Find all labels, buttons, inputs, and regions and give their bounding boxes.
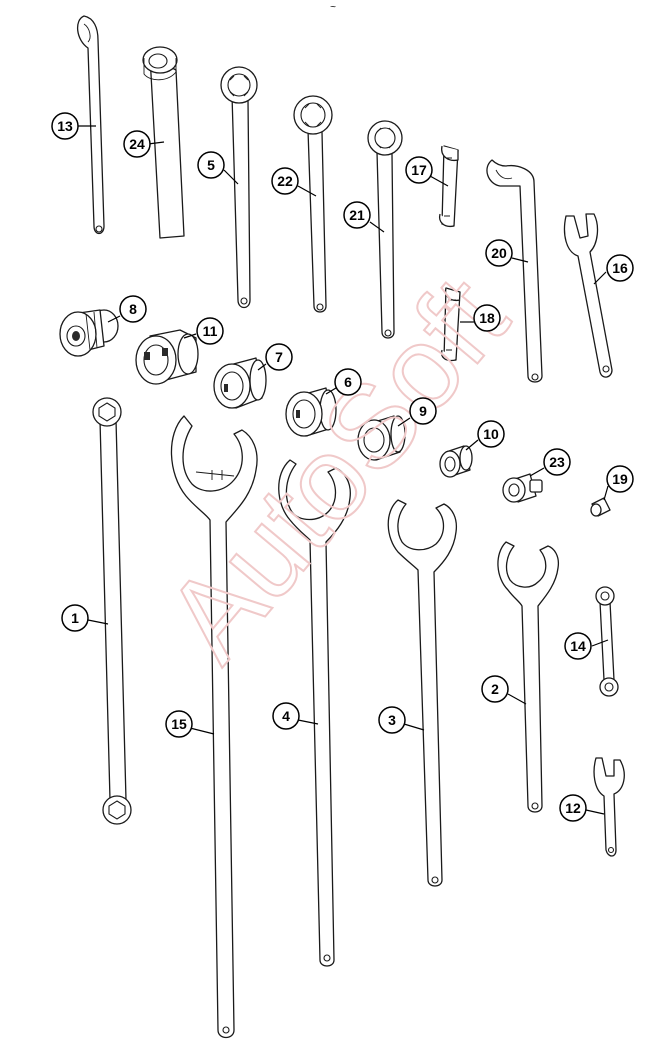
callout-11: 11 <box>196 317 224 345</box>
tool-15-large-c-spanner <box>170 415 258 1039</box>
svg-text:5: 5 <box>207 157 215 173</box>
tool-10-small-socket <box>439 445 473 478</box>
callout-8: 8 <box>119 295 147 323</box>
callout-24: 24 <box>123 130 151 158</box>
callout-3: 3 <box>378 706 406 734</box>
tool-5-ring-spanner <box>220 66 258 309</box>
svg-text:17: 17 <box>411 162 427 178</box>
callout-23: 23 <box>543 448 571 476</box>
tool-20-hook-spanner <box>486 159 543 383</box>
svg-text:12: 12 <box>565 800 581 816</box>
callout-15: 15 <box>165 710 193 738</box>
svg-text:22: 22 <box>277 173 293 189</box>
callout-21: 21 <box>343 201 371 229</box>
tool-19-sleeve <box>590 497 611 517</box>
svg-text:13: 13 <box>57 118 73 134</box>
tool-23-adaptor <box>502 473 543 503</box>
tool-18-pin-wrench <box>440 287 461 362</box>
svg-text:10: 10 <box>483 426 499 442</box>
tool-1-box-wrench <box>92 397 132 825</box>
svg-text:24: 24 <box>129 136 145 152</box>
tool-24-socket-bar <box>142 46 185 239</box>
callout-6: 6 <box>334 368 362 396</box>
callout-20: 20 <box>485 239 513 267</box>
svg-text:6: 6 <box>344 374 352 390</box>
top-mark: ~ <box>330 2 336 13</box>
tool-6-socket <box>285 387 337 437</box>
svg-text:7: 7 <box>275 349 283 365</box>
callout-12: 12 <box>559 794 587 822</box>
svg-text:14: 14 <box>570 638 586 654</box>
callout-18: 18 <box>473 304 501 332</box>
tool-13-hook-spanner <box>77 15 105 235</box>
svg-text:21: 21 <box>349 207 365 223</box>
tool-14-small-box-wrench <box>595 586 619 697</box>
svg-text:8: 8 <box>129 301 137 317</box>
svg-text:2: 2 <box>491 681 499 697</box>
callout-1: 1 <box>61 604 89 632</box>
svg-text:18: 18 <box>479 310 495 326</box>
callout-14: 14 <box>564 632 592 660</box>
callout-19: 19 <box>606 465 634 493</box>
tool-22-ring-spanner <box>293 95 333 313</box>
callout-7: 7 <box>265 343 293 371</box>
svg-text:1: 1 <box>71 610 79 626</box>
tool-16-open-end-spanner <box>563 213 613 378</box>
callout-13: 13 <box>51 112 79 140</box>
svg-text:15: 15 <box>171 716 187 732</box>
tool-3-c-spanner <box>387 499 458 887</box>
tool-2-c-spanner <box>497 541 560 813</box>
svg-text:11: 11 <box>203 323 218 339</box>
tool-7-socket <box>213 357 267 409</box>
callout-10: 10 <box>477 420 505 448</box>
tool-8-stepped-socket <box>59 309 119 357</box>
tool-4-c-spanner <box>278 459 351 967</box>
svg-text:4: 4 <box>282 708 290 724</box>
callout-9: 9 <box>409 397 437 425</box>
tool-12-small-open-end-spanner <box>593 757 625 857</box>
callout-17: 17 <box>405 156 433 184</box>
tool-11-socket <box>135 329 199 385</box>
svg-text:16: 16 <box>612 260 628 276</box>
tool-17-small-wrench <box>438 145 459 228</box>
callout-4: 4 <box>272 702 300 730</box>
svg-text:3: 3 <box>388 712 396 728</box>
svg-text:20: 20 <box>491 245 507 261</box>
svg-text:23: 23 <box>549 454 565 470</box>
callout-16: 16 <box>606 254 634 282</box>
callout-22: 22 <box>271 167 299 195</box>
tool-21-ring-spanner <box>367 120 403 339</box>
svg-text:9: 9 <box>419 403 427 419</box>
callout-5: 5 <box>197 151 225 179</box>
tool-9-socket <box>357 415 406 461</box>
svg-text:19: 19 <box>612 471 628 487</box>
callout-2: 2 <box>481 675 509 703</box>
